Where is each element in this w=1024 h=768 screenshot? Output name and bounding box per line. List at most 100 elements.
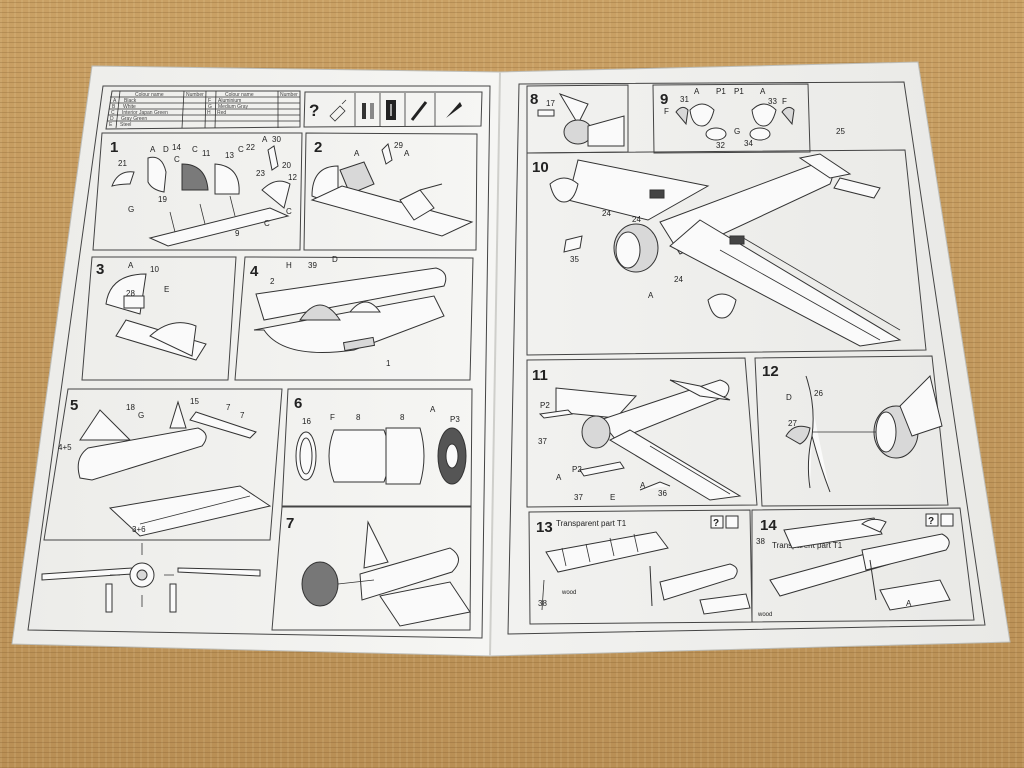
callout: F [664, 107, 669, 116]
callout: A [640, 481, 646, 490]
callout: C [192, 145, 198, 154]
paint-icon [725, 515, 739, 529]
step-14: 14 Transparent part T1 ? 38 A wood [751, 507, 975, 623]
callout: P3 [450, 415, 460, 424]
step-number: 1 [110, 139, 118, 156]
callout: 4+5 [58, 443, 72, 452]
legend-header-colour: Colour name [135, 92, 164, 98]
step-5: 5 18 G 15 7 7 4+5 3+6 [41, 388, 283, 613]
callout: A [906, 599, 912, 608]
legend-key: G [208, 104, 212, 110]
callout: 1 [386, 359, 391, 368]
step-number: 12 [762, 363, 779, 380]
step-8: 8 17 [526, 84, 629, 154]
legend-key: B [112, 104, 116, 110]
step-9: 9 A P1 31 F P1 A 33 F 32 G 34 [652, 83, 811, 154]
callout: 12 [288, 173, 297, 182]
step-7: 7 [271, 506, 472, 631]
step-12: 12 D 26 27 [754, 355, 949, 507]
callout: 28 [126, 289, 135, 298]
step-number: 7 [286, 515, 294, 532]
legend-colour-name: White [123, 104, 136, 110]
callout: 30 [272, 135, 281, 144]
callout: G [734, 127, 740, 136]
callout: D [786, 393, 792, 402]
legend-key: C [111, 110, 115, 116]
callout: A [262, 135, 268, 144]
callout: 31 [680, 95, 689, 104]
callout: 2 [270, 277, 275, 286]
callout: 37 [538, 437, 547, 446]
callout: A [354, 149, 360, 158]
legend-key: E [109, 122, 113, 128]
step-3: 3 A 10 28 E [81, 256, 237, 381]
legend-colour-name: Gray Green [121, 116, 147, 122]
legend-header-number: Number [186, 92, 204, 98]
callout: P2 [572, 465, 582, 474]
callout: A [404, 149, 410, 158]
callout: A [430, 405, 436, 414]
callout: A [128, 261, 134, 270]
help-icon: ? [928, 516, 934, 527]
callout: P2 [540, 401, 550, 410]
callout: 39 [308, 261, 317, 270]
sand-icon [410, 101, 428, 121]
step-4: 4 H 39 D 2 1 [234, 255, 474, 381]
callout: 19 [158, 195, 167, 204]
step-number: 2 [314, 139, 322, 156]
step-number: 8 [530, 91, 538, 108]
step-number: 10 [532, 159, 549, 176]
callout: H [286, 261, 292, 270]
step-number: 9 [660, 91, 668, 108]
callout: 29 [394, 141, 403, 150]
callout: 26 [814, 389, 823, 398]
callout: 34 [744, 139, 753, 148]
step-1: 1 21 A D 14 C C 11 13 C 22 A 30 20 23 12… [92, 132, 303, 251]
callout: 22 [246, 143, 255, 152]
step-11: 11 P2 37 P2 A 37 E A 36 [526, 357, 758, 508]
callout: C [264, 219, 270, 228]
callout: A [760, 87, 766, 96]
legend-colour-name: Red [217, 110, 226, 116]
callout: C [174, 155, 180, 164]
callout: G [138, 411, 144, 420]
callout: G [128, 205, 134, 214]
callout: 37 [574, 493, 583, 502]
legend-colour-name: Steel [120, 122, 131, 128]
callout: 36 [658, 489, 667, 498]
callout: 7 [226, 403, 231, 412]
drill-icon [446, 102, 462, 118]
callout: P1 [716, 87, 726, 96]
legend-header-number-2: Number [280, 92, 298, 98]
right-page-border [507, 81, 986, 635]
paint-icon [362, 103, 374, 119]
callout: D [332, 255, 338, 264]
step-2: 2 A 29 A [303, 132, 478, 251]
legend-header-colour-2: Colour name [225, 92, 254, 98]
callout: 13 [225, 151, 234, 160]
legend-colour-name: Aluminium [218, 98, 241, 104]
callout: F [782, 97, 787, 106]
legend-key: F [208, 98, 211, 104]
step-number: 5 [70, 397, 78, 414]
callout: wood [757, 612, 772, 618]
left-page-border [27, 85, 491, 639]
callout: 18 [126, 403, 135, 412]
callout: 16 [302, 417, 311, 426]
legend-key: D [110, 116, 114, 122]
callout: E [164, 285, 169, 294]
callout: C [286, 207, 292, 216]
step-number: 13 [536, 519, 553, 536]
callout: A [648, 291, 654, 300]
callout: 3+6 [132, 525, 146, 534]
step-10: 10 25 24 24 35 A 24 [526, 127, 927, 356]
colour-legend: Colour name Number Colour name Number A … [105, 90, 301, 130]
callout: 24 [632, 215, 641, 224]
callout: 8 [400, 413, 405, 422]
callout: 27 [788, 419, 797, 428]
legend-colour-name: Black [124, 98, 137, 104]
center-fold [489, 71, 501, 657]
symbol-key: ? [303, 91, 483, 128]
callout: A [150, 145, 156, 154]
